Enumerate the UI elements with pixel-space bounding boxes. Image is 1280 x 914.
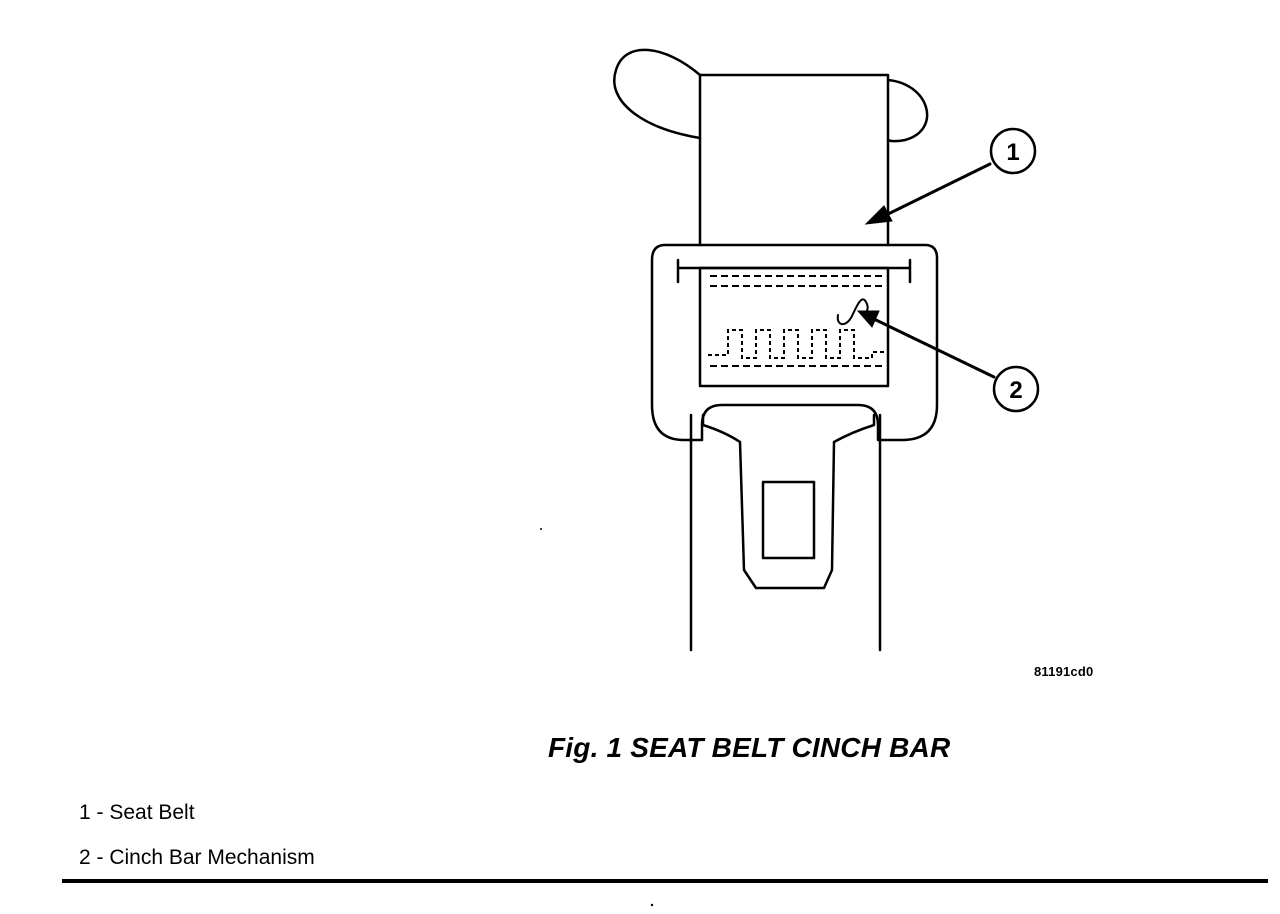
figure-code: 81191cd0: [1034, 664, 1094, 679]
belt-tongue-outline: [701, 413, 876, 590]
cinch-bar-housing: [650, 243, 939, 442]
legend: 1 - Seat Belt 2 - Cinch Bar Mechanism: [79, 800, 315, 890]
belt-upper-loop: [613, 48, 702, 140]
callout-1-leader: [884, 162, 992, 217]
callout-1-arrowhead: [864, 205, 893, 225]
callout-2-label: 2: [1009, 377, 1022, 404]
scan-speck: [540, 528, 542, 530]
callout-1-circle: [989, 127, 1037, 175]
callout-2-circle: [992, 365, 1040, 413]
belt-upper-right-loop: [886, 78, 929, 143]
figure-caption: Fig. 1 SEAT BELT CINCH BAR: [548, 732, 951, 763]
legend-item-seat-belt: 1 - Seat Belt: [79, 801, 195, 824]
scan-speck: [650, 903, 654, 907]
callout-2-arrowhead: [856, 310, 880, 328]
belt-upper-webbing: [698, 73, 890, 247]
legend-item-cinch-bar-mechanism: 2 - Cinch Bar Mechanism: [79, 846, 315, 869]
callout-2-leader: [874, 318, 996, 379]
cinch-bar-rail: [676, 258, 912, 284]
belt-tongue-slot: [761, 480, 816, 560]
cinch-bar-teeth: [708, 329, 884, 359]
bottom-rule: [62, 879, 1268, 883]
callout-1-label: 1: [1006, 139, 1019, 166]
